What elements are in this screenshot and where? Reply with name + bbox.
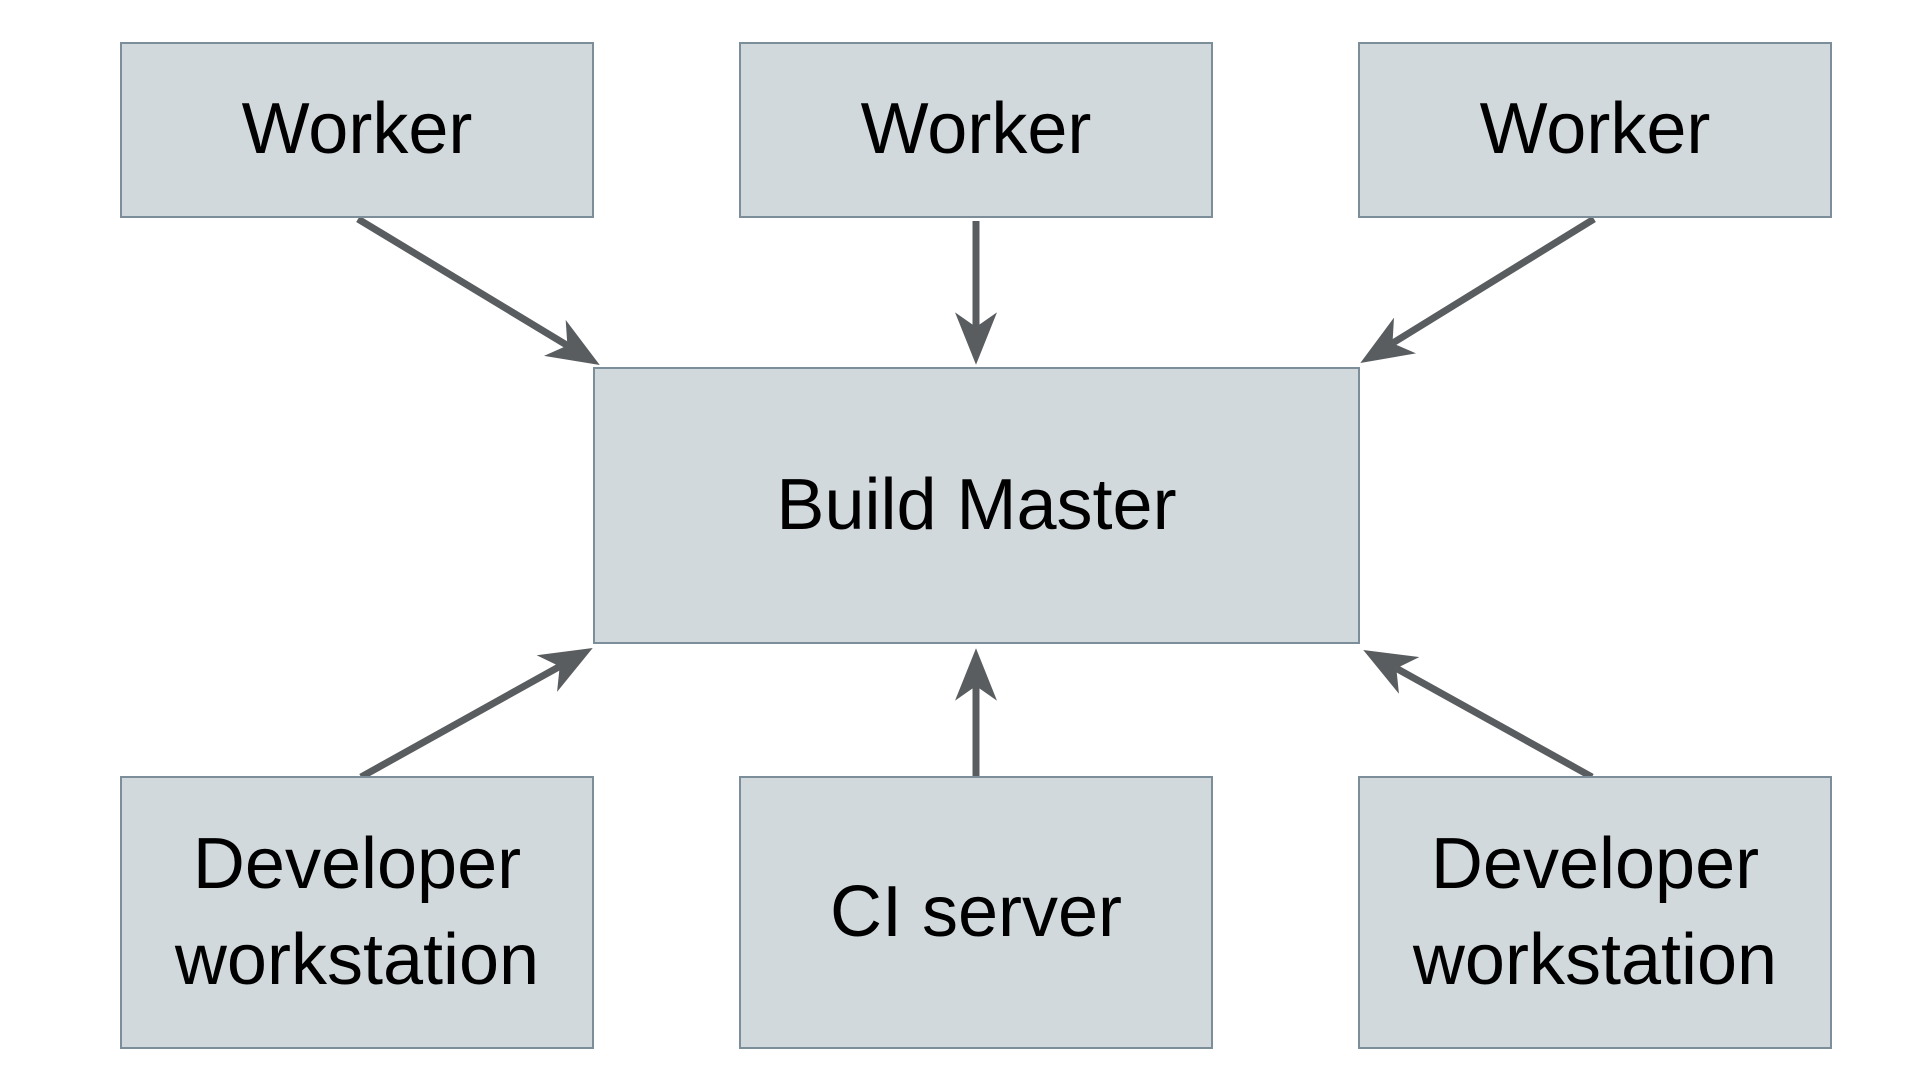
- node-worker-2: Worker: [739, 42, 1213, 218]
- node-ci-server: CI server: [739, 776, 1213, 1049]
- node-worker-3: Worker: [1358, 42, 1832, 218]
- node-label: Worker: [860, 89, 1092, 170]
- node-label: Developer workstation: [174, 824, 540, 1000]
- arrow-worker-1-to-build-master: [356, 216, 600, 366]
- node-developer-workstation-2: Developer workstation: [1358, 776, 1832, 1049]
- node-worker-1: Worker: [120, 42, 594, 218]
- node-label: Build Master: [776, 464, 1177, 545]
- arrow-developer-workstation-1-to-build-master: [359, 648, 593, 781]
- node-developer-workstation-1: Developer workstation: [120, 776, 594, 1049]
- arrow-developer-workstation-2-to-build-master: [1363, 649, 1594, 781]
- arrow-worker-3-to-build-master: [1360, 216, 1596, 364]
- node-label: CI server: [829, 871, 1123, 952]
- node-label: Worker: [241, 89, 473, 170]
- node-label: Worker: [1479, 89, 1711, 170]
- node-build-master: Build Master: [593, 367, 1360, 644]
- node-label: Developer workstation: [1412, 824, 1778, 1000]
